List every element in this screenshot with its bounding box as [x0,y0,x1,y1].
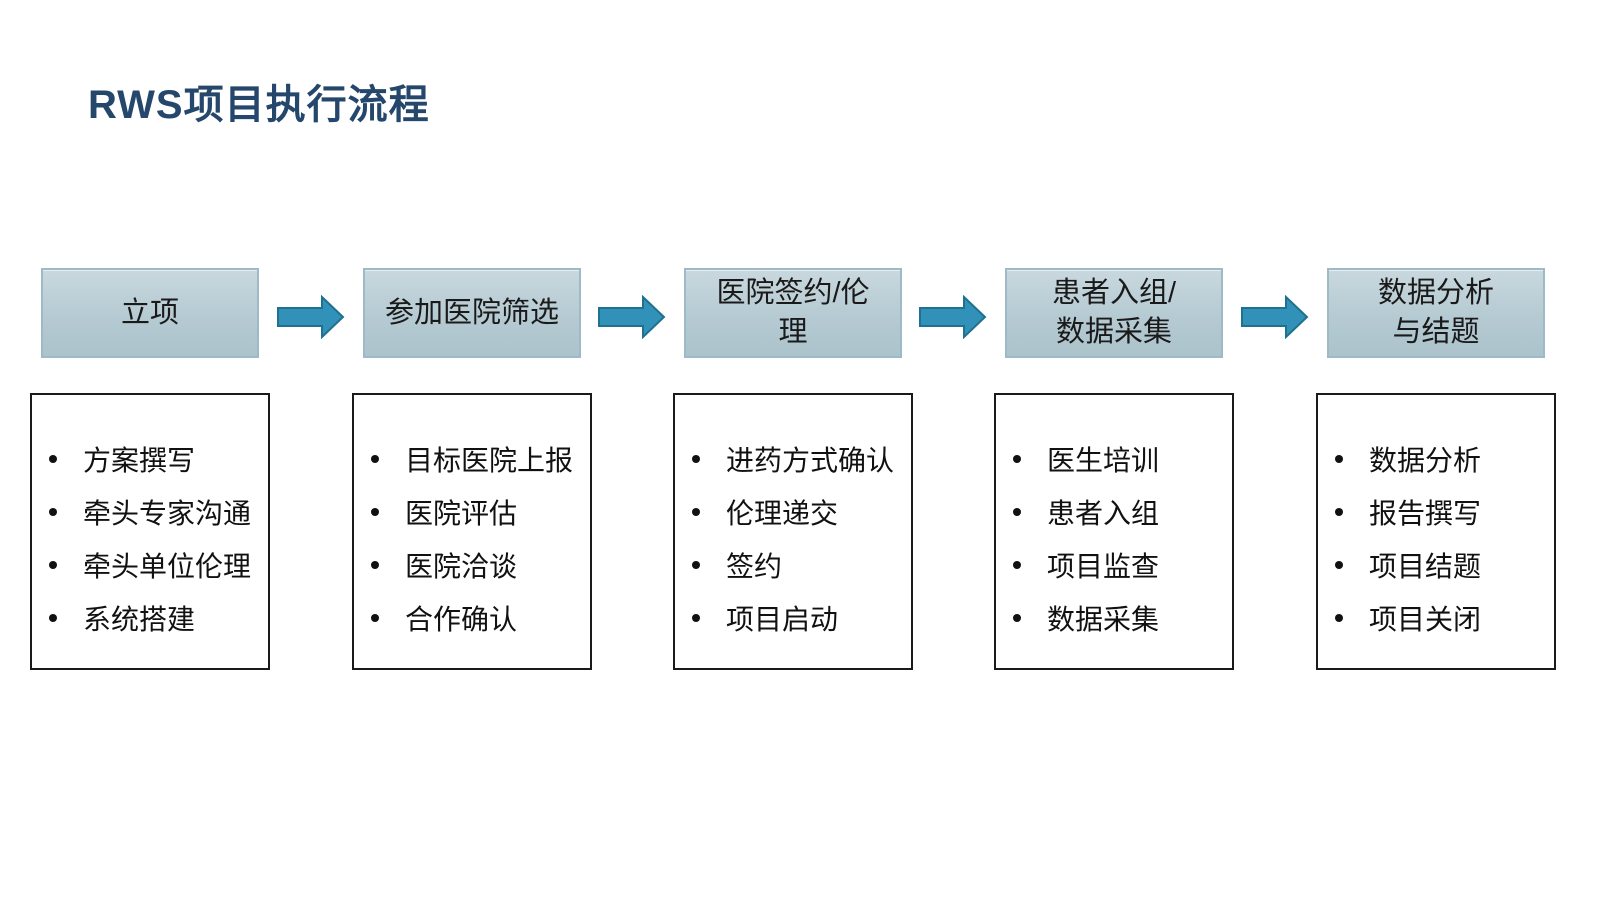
list-item: 报告撰写 [1318,485,1554,538]
stage-label: 与结题 [1392,316,1480,348]
detail-item-label: 签约 [726,550,783,582]
detail-box-contract-ethics: 进药方式确认 伦理递交 签约 项目启动 [673,393,913,670]
detail-box-hospital-screening: 目标医院上报 医院评估 医院洽谈 合作确认 [352,393,592,670]
list-item: 牵头单位伦理 [32,538,268,591]
list-item: 进药方式确认 [675,432,911,485]
bullet-icon [49,613,57,622]
stage-label: 参加医院筛选 [384,296,559,329]
flow-arrow-icon [598,295,666,339]
list-item: 签约 [675,538,911,591]
bullet-icon [371,613,379,622]
detail-item-label: 伦理递交 [726,497,839,529]
stage-box-enrollment-data-collection: 患者入组/ 数据采集 [1005,268,1223,358]
detail-item-label: 牵头单位伦理 [83,550,252,582]
list-item: 目标医院上报 [354,432,590,485]
bullet-icon [692,560,700,569]
bullet-icon [1013,560,1021,569]
detail-item-label: 系统搭建 [83,603,196,635]
detail-box-enrollment-data-collection: 医生培训 患者入组 项目监查 数据采集 [994,393,1234,670]
bullet-icon [49,454,57,463]
list-item: 数据分析 [1318,432,1554,485]
bullet-icon [49,507,57,516]
list-item: 项目关闭 [1318,591,1554,644]
list-item: 牵头专家沟通 [32,485,268,538]
stage-box-contract-ethics: 医院签约/伦 理 [684,268,902,358]
detail-item-label: 数据采集 [1047,603,1160,635]
flow-arrow-icon [277,295,345,339]
stage-label: 数据分析 [1377,277,1494,309]
detail-box-initiation: 方案撰写 牵头专家沟通 牵头单位伦理 系统搭建 [30,393,270,670]
list-item: 患者入组 [996,485,1232,538]
list-item: 项目启动 [675,591,911,644]
bullet-icon [49,560,57,569]
detail-item-label: 数据分析 [1369,444,1482,476]
bullet-icon [371,507,379,516]
bullet-icon [371,454,379,463]
flow-arrow-icon [1241,295,1309,339]
bullet-icon [1335,613,1343,622]
bullet-icon [371,560,379,569]
list-item: 方案撰写 [32,432,268,485]
stage-box-initiation: 立项 [41,268,259,358]
list-item: 合作确认 [354,591,590,644]
detail-item-label: 医院评估 [405,497,518,529]
bullet-icon [1335,454,1343,463]
bullet-icon [692,454,700,463]
detail-item-label: 进药方式确认 [726,444,895,476]
list-item: 医院评估 [354,485,590,538]
detail-item-label: 项目结题 [1369,550,1482,582]
stage-label: 患者入组/ [1051,277,1177,309]
detail-item-label: 报告撰写 [1369,497,1482,529]
flow-arrow-icon [919,295,987,339]
list-item: 数据采集 [996,591,1232,644]
detail-item-label: 方案撰写 [83,444,196,476]
stage-label: 数据采集 [1055,316,1172,348]
bullet-icon [1335,507,1343,516]
detail-item-label: 合作确认 [405,603,518,635]
detail-item-label: 目标医院上报 [405,444,574,476]
bullet-icon [692,613,700,622]
bullet-icon [1013,613,1021,622]
bullet-icon [692,507,700,516]
detail-box-analysis-conclusion: 数据分析 报告撰写 项目结题 项目关闭 [1316,393,1556,670]
stage-label: 医院签约/伦 [716,277,870,309]
list-item: 项目结题 [1318,538,1554,591]
list-item: 项目监查 [996,538,1232,591]
stage-box-hospital-screening: 参加医院筛选 [363,268,581,358]
detail-item-label: 项目启动 [726,603,839,635]
page-title: RWS项目执行流程 [88,83,430,127]
stage-label: 理 [778,316,808,348]
detail-item-label: 项目监查 [1047,550,1160,582]
detail-item-label: 患者入组 [1047,497,1160,529]
list-item: 医院洽谈 [354,538,590,591]
list-item: 伦理递交 [675,485,911,538]
detail-item-label: 项目关闭 [1369,603,1482,635]
stage-label: 立项 [120,296,179,329]
list-item: 医生培训 [996,432,1232,485]
list-item: 系统搭建 [32,591,268,644]
bullet-icon [1013,507,1021,516]
detail-item-label: 牵头专家沟通 [83,497,252,529]
stage-box-analysis-conclusion: 数据分析 与结题 [1327,268,1545,358]
bullet-icon [1013,454,1021,463]
bullet-icon [1335,560,1343,569]
detail-item-label: 医院洽谈 [405,550,518,582]
detail-item-label: 医生培训 [1047,444,1160,476]
